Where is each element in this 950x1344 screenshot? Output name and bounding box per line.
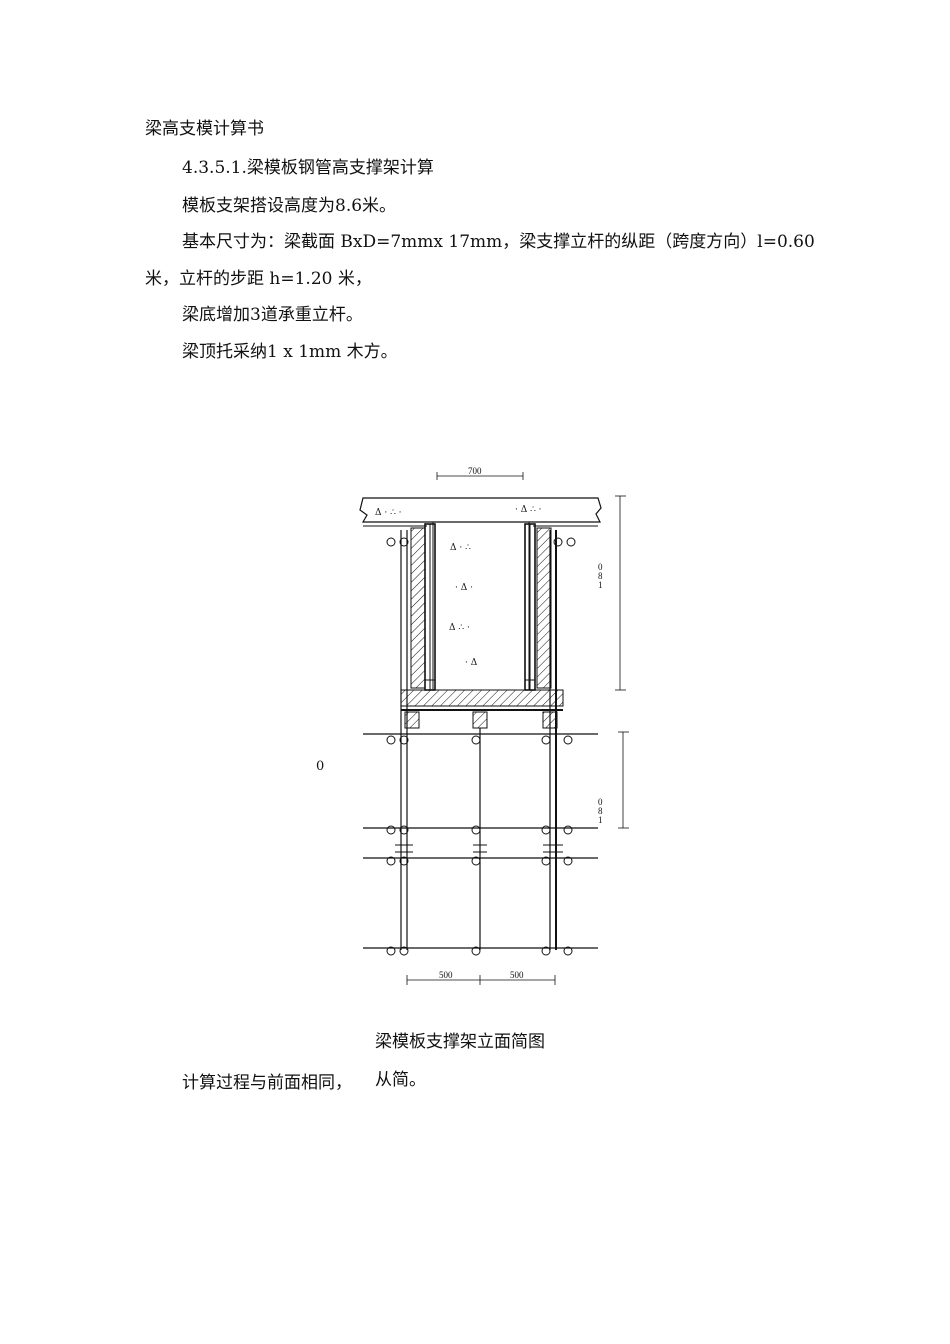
top-tubes (386, 537, 576, 547)
left-mark: 0 (316, 759, 325, 774)
doc-heading: 梁高支模计算书 (145, 119, 264, 139)
paragraph-dimensions-line1: 基本尺寸为：梁截面 BxD=7mmx 17mm，梁支撑立杆的纵距（跨度方向）l=… (182, 232, 815, 252)
ledger-tubes (386, 735, 573, 956)
beam-bottom-formwork (400, 689, 564, 729)
top-dimension: 700 (436, 466, 524, 480)
right-dimension-upper (615, 495, 626, 691)
svg-text:Δ · ∴ ·: Δ · ∴ · (375, 508, 402, 518)
svg-text:· Δ: · Δ (465, 658, 478, 668)
dim-bottom-right-label: 500 (510, 970, 524, 980)
svg-text:· Δ ∴ ·: · Δ ∴ · (515, 505, 542, 515)
concrete-beam: Δ · ∴ · Δ · Δ ∴ · · Δ (432, 521, 530, 691)
svg-text:Δ ∴ ·: Δ ∴ · (449, 623, 470, 633)
paragraph-height: 模板支架搭设高度为8.6米。 (182, 196, 397, 216)
paragraph-dimensions-line2: 米，立杆的步距 h=1.20 米， (145, 269, 372, 289)
bottom-dimension (406, 975, 556, 985)
paragraph-timber: 梁顶托采纳1 x 1mm 木方。 (182, 342, 398, 362)
horizontal-ledgers (363, 733, 598, 949)
paragraph-poles: 梁底增加3道承重立杆。 (182, 305, 363, 325)
left-side-formwork (410, 523, 436, 691)
svg-text:· Δ ·: · Δ · (455, 583, 473, 593)
ledger-clamps (395, 844, 563, 853)
section-title: 4.3.5.1.梁模板钢管高支撑架计算 (182, 158, 434, 178)
paragraph-process: 计算过程与前面相同， (182, 1073, 352, 1093)
paragraph-process-end: 从简。 (375, 1070, 426, 1090)
dim-bottom-left-label: 500 (439, 970, 453, 980)
formwork-elevation-drawing: 700 Δ · ∴ · · Δ ∴ · Δ · ∴ · Δ · Δ ∴ · · … (359, 466, 629, 985)
right-side-formwork (524, 523, 552, 691)
concrete-slab: Δ · ∴ · · Δ ∴ · (359, 497, 602, 527)
svg-text:Δ · ∴: Δ · ∴ (450, 543, 471, 553)
dim-top-label: 700 (468, 466, 482, 476)
right-dimension-lower (618, 731, 629, 829)
figure-caption: 梁模板支撑架立面简图 (375, 1032, 545, 1052)
